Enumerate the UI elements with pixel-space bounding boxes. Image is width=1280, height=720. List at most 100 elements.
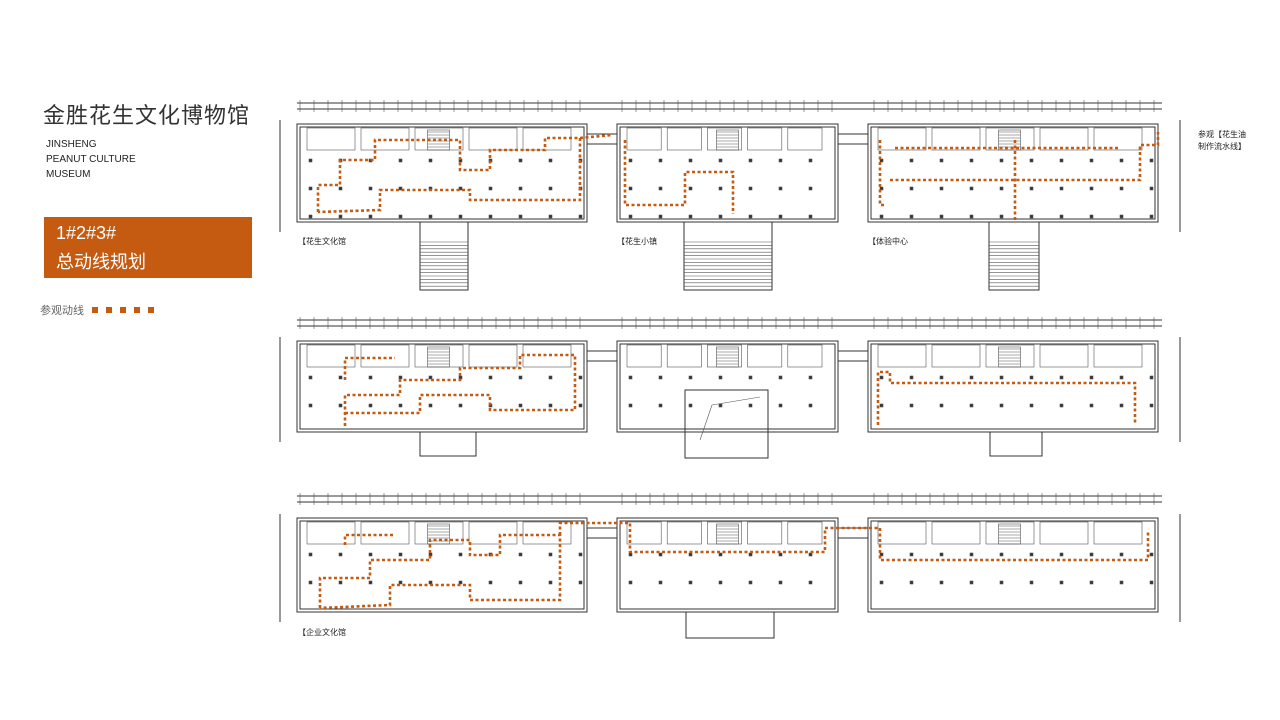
column xyxy=(1059,580,1064,585)
room xyxy=(1039,521,1089,545)
column xyxy=(1119,214,1124,219)
atrium xyxy=(684,389,769,459)
inner-wall xyxy=(870,126,1156,220)
legend: 参观动线 xyxy=(40,302,162,318)
column xyxy=(518,552,523,557)
column xyxy=(338,403,343,408)
column xyxy=(658,158,663,163)
building-outline xyxy=(867,340,1159,433)
column xyxy=(1029,158,1034,163)
column xyxy=(458,552,463,557)
column xyxy=(688,403,693,408)
badge-line2: 总动线规划 xyxy=(56,252,146,273)
column xyxy=(518,375,523,380)
column xyxy=(628,214,633,219)
column xyxy=(999,375,1004,380)
column xyxy=(969,552,974,557)
atrium-line xyxy=(699,404,713,441)
note-line: 制作流水线】 xyxy=(1198,142,1246,151)
column xyxy=(999,186,1004,191)
column xyxy=(1029,214,1034,219)
inner-wall xyxy=(299,126,585,220)
visitor-route xyxy=(343,353,577,426)
building-outline xyxy=(296,517,588,613)
column xyxy=(1119,158,1124,163)
visitor-route xyxy=(623,140,735,214)
column xyxy=(458,580,463,585)
column xyxy=(488,580,493,585)
column xyxy=(808,214,813,219)
room xyxy=(666,344,702,368)
connector-corridor xyxy=(586,527,618,539)
column xyxy=(1119,403,1124,408)
inner-wall xyxy=(619,520,836,610)
stair xyxy=(427,346,450,368)
column xyxy=(1059,375,1064,380)
column xyxy=(778,158,783,163)
column xyxy=(778,580,783,585)
column xyxy=(628,403,633,408)
column xyxy=(338,186,343,191)
room xyxy=(1039,127,1089,151)
column xyxy=(658,214,663,219)
column xyxy=(1029,375,1034,380)
room xyxy=(666,521,702,545)
column xyxy=(808,375,813,380)
column xyxy=(488,375,493,380)
connector-corridor xyxy=(586,350,618,362)
column xyxy=(368,403,373,408)
room xyxy=(468,521,518,545)
platform xyxy=(685,611,775,639)
column xyxy=(939,158,944,163)
column xyxy=(368,214,373,219)
page-subtitle-en: JINSHENG PEANUT CULTURE MUSEUM xyxy=(46,137,136,182)
column xyxy=(1089,214,1094,219)
room xyxy=(1039,344,1089,368)
column xyxy=(398,214,403,219)
column xyxy=(909,403,914,408)
room xyxy=(522,521,572,545)
column xyxy=(518,214,523,219)
column xyxy=(398,375,403,380)
column xyxy=(748,552,753,557)
column xyxy=(778,552,783,557)
column xyxy=(718,375,723,380)
column xyxy=(1089,580,1094,585)
entrance-steps xyxy=(988,221,1040,291)
column xyxy=(718,158,723,163)
room xyxy=(747,127,783,151)
connector-corridor xyxy=(837,350,869,362)
room xyxy=(877,344,927,368)
plan-label-experience: 【体验中心 xyxy=(868,237,908,246)
column xyxy=(548,403,553,408)
column xyxy=(969,375,974,380)
connector-corridor xyxy=(837,133,869,145)
stair xyxy=(716,129,739,151)
note-line: 参观【花生油 xyxy=(1198,130,1246,139)
column xyxy=(308,158,313,163)
column xyxy=(1089,375,1094,380)
column xyxy=(748,375,753,380)
column xyxy=(808,186,813,191)
column xyxy=(688,552,693,557)
column xyxy=(1149,186,1154,191)
column xyxy=(1059,158,1064,163)
production-line-note: 参观【花生油 制作流水线】 xyxy=(1198,129,1246,153)
room xyxy=(306,127,356,151)
column xyxy=(1119,580,1124,585)
column xyxy=(939,214,944,219)
column xyxy=(718,552,723,557)
room xyxy=(877,521,927,545)
column xyxy=(658,375,663,380)
room xyxy=(306,521,356,545)
column xyxy=(1089,186,1094,191)
room xyxy=(626,127,662,151)
inner-wall xyxy=(299,520,585,610)
subtitle-line: MUSEUM xyxy=(46,169,91,180)
column xyxy=(748,214,753,219)
column xyxy=(658,186,663,191)
column xyxy=(718,580,723,585)
column xyxy=(428,580,433,585)
column xyxy=(909,186,914,191)
column xyxy=(909,158,914,163)
